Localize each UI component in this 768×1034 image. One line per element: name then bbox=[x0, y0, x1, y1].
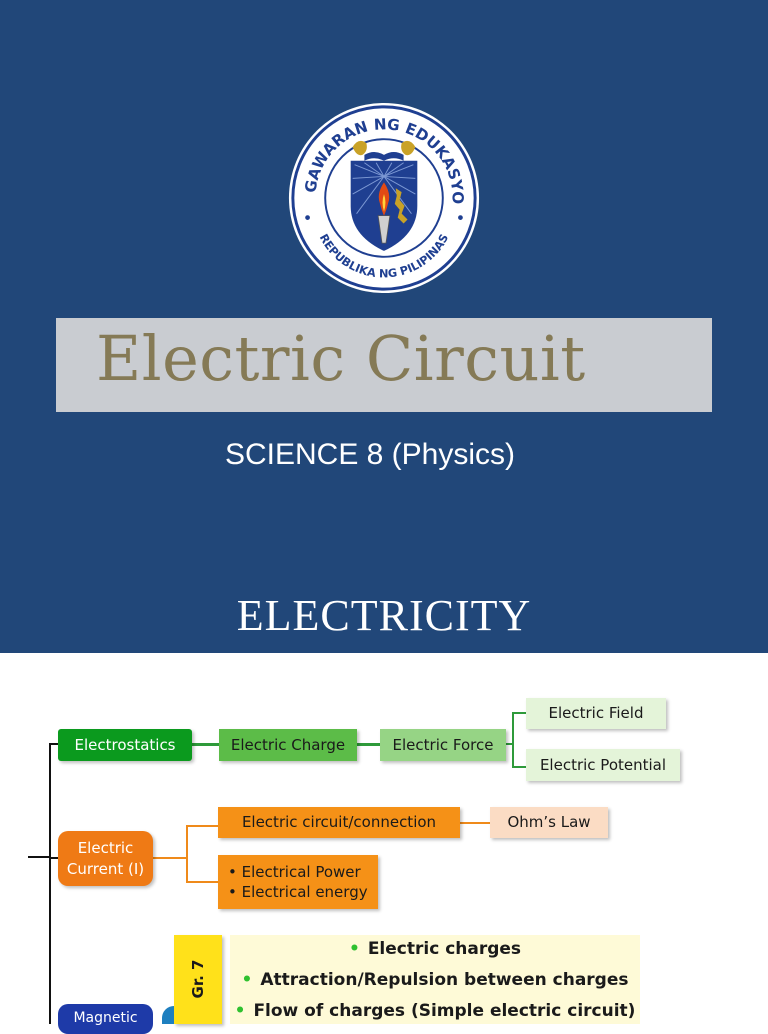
electrostatics-box: Electrostatics bbox=[58, 729, 192, 761]
electric-current-box: Electric Current (I) bbox=[58, 831, 153, 886]
connector-line bbox=[505, 743, 513, 745]
electric-circuit-box: Electric circuit/connection bbox=[218, 807, 460, 838]
connector-line bbox=[460, 822, 490, 824]
title-band bbox=[56, 318, 712, 412]
electric-potential-box: Electric Potential bbox=[526, 749, 680, 781]
tree-branch-line bbox=[49, 743, 58, 745]
electric-field-box: Electric Field bbox=[526, 698, 666, 729]
connector-bracket bbox=[186, 825, 218, 883]
tree-entry-line bbox=[28, 856, 50, 858]
electric-force-box: Electric Force bbox=[380, 729, 506, 761]
grade-7-label: Gr. 7 bbox=[174, 935, 222, 1024]
ohms-law-box: Ohm’s Law bbox=[490, 807, 608, 838]
power-energy-box: • Electrical Power • Electrical energy bbox=[218, 855, 378, 909]
tree-branch-line bbox=[49, 857, 58, 859]
topic-item: •Attraction/Repulsion between charges bbox=[241, 970, 629, 990]
connector-line bbox=[192, 743, 219, 746]
topic-item: •Electric charges bbox=[348, 939, 522, 959]
slide-title: Electric Circuit bbox=[96, 322, 586, 395]
topic-item: •Flow of charges (Simple electric circui… bbox=[234, 1001, 636, 1021]
slide-subtitle: SCIENCE 8 (Physics) bbox=[224, 438, 516, 471]
partial-box-edge bbox=[162, 1006, 174, 1024]
grade-7-topics: •Electric charges •Attraction/Repulsion … bbox=[230, 935, 640, 1024]
electric-current-label: Electric Current (I) bbox=[66, 839, 145, 878]
section-heading: ELECTRICITY bbox=[236, 591, 532, 640]
tree-trunk-line bbox=[49, 743, 51, 1024]
connector-bracket bbox=[512, 712, 526, 768]
power-label: • Electrical Power bbox=[228, 862, 361, 881]
connector-line bbox=[153, 857, 187, 859]
connector-line bbox=[357, 743, 380, 746]
deped-seal-icon: KAGAWARAN NG EDUKASYON REPUBLIKA NG PILI… bbox=[286, 100, 480, 294]
electric-charge-box: Electric Charge bbox=[219, 729, 357, 761]
magnetic-box: Magnetic bbox=[58, 1004, 153, 1034]
energy-label: • Electrical energy bbox=[228, 883, 368, 901]
title-slide: KAGAWARAN NG EDUKASYON REPUBLIKA NG PILI… bbox=[0, 0, 768, 653]
